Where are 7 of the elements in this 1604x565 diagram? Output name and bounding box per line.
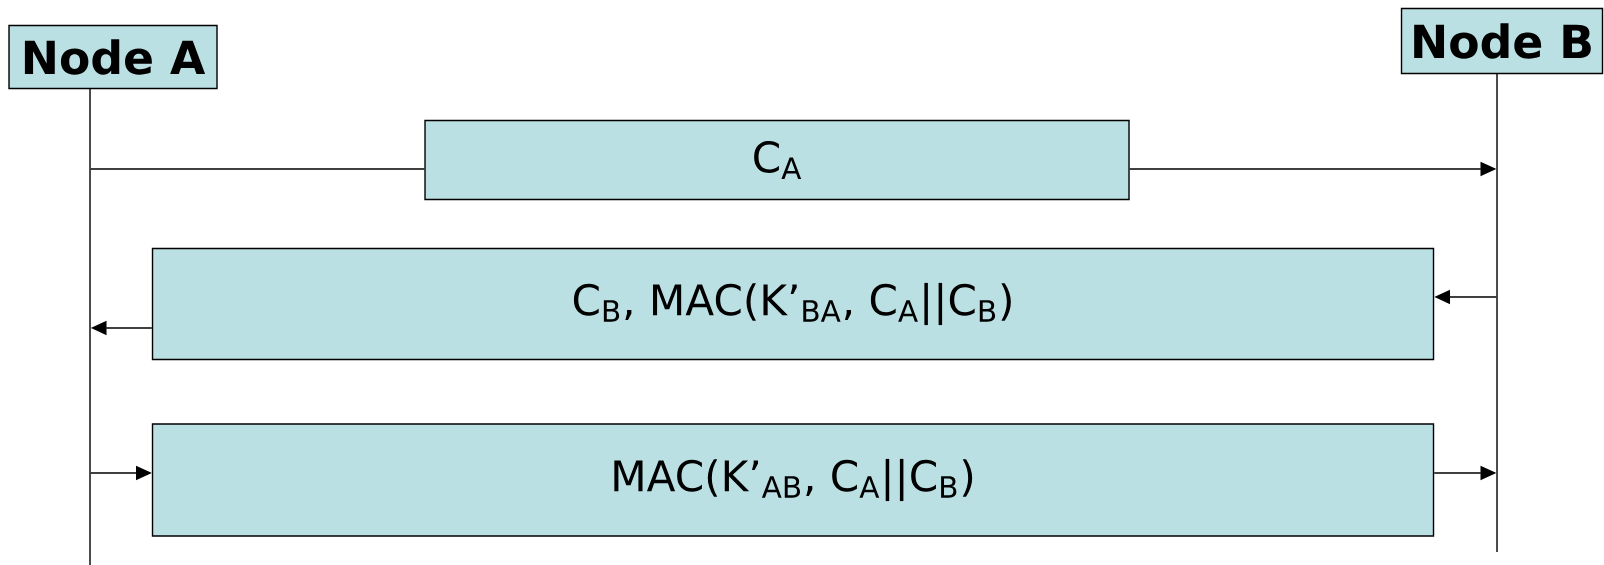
lifeline [1496, 73, 1498, 553]
message-box: C$_{A}$ [424, 119, 1130, 201]
lifeline-header: Node A [8, 24, 218, 90]
message-box: MAC(K’$_{AB}$, C$_{A}$||C$_{B}$) [151, 423, 1435, 537]
message-box: C$_{B}$, MAC(K’$_{BA}$, C$_{A}$||C$_{B}$) [151, 247, 1435, 361]
lifeline [89, 88, 91, 565]
lifeline-header: Node B [1400, 7, 1604, 75]
